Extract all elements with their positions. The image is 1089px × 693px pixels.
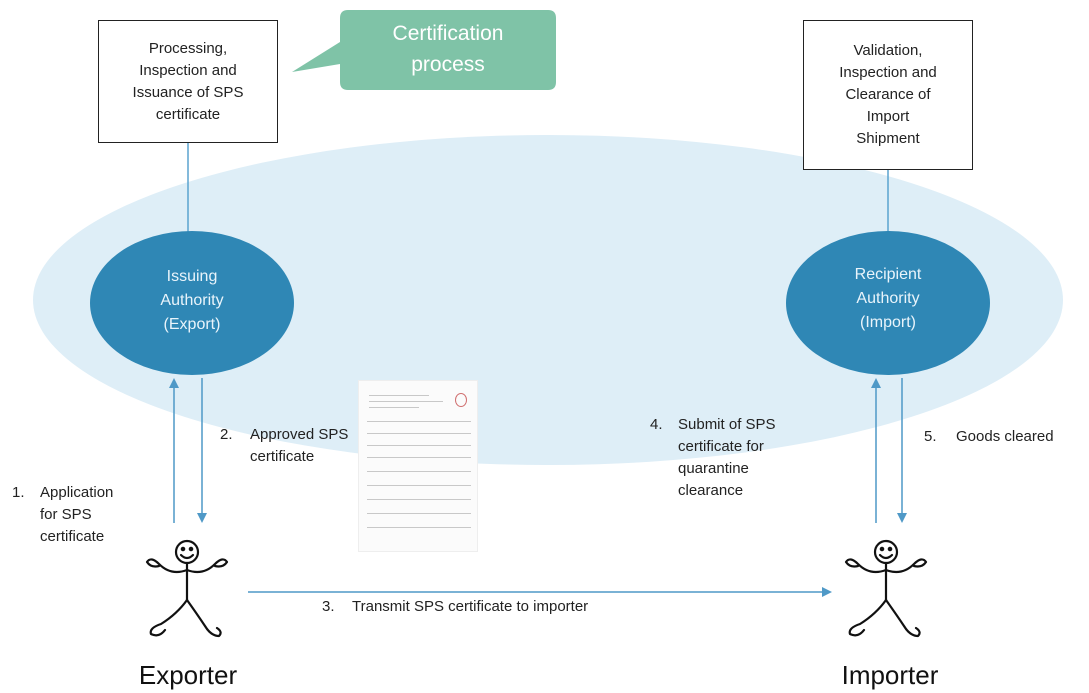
issuing-authority-label: Issuing Authority (Export) — [90, 265, 294, 337]
recipient-process-box: Validation, Inspection and Clearance of … — [803, 20, 973, 170]
exporter-stick-figure-icon — [145, 539, 229, 638]
step-line: certificate — [40, 528, 105, 545]
step-line: Transmit SPS certificate to importer — [352, 598, 589, 615]
step-line: for SPS — [40, 506, 92, 523]
step-line: Submit of SPS — [678, 416, 776, 433]
box-line: Inspection and — [139, 61, 237, 79]
box-line: Clearance of — [845, 86, 931, 103]
step-line: Approved SPS — [250, 426, 349, 443]
step-5-label: 5. Goods cleared — [924, 426, 1086, 450]
authority-line: (Import) — [860, 314, 916, 331]
certificate-document-icon — [358, 380, 478, 552]
step-4-label: 4. Submit of SPS certificate for quarant… — [650, 414, 810, 506]
exporter-label: Exporter — [138, 660, 238, 690]
step-line: Goods cleared — [956, 428, 1054, 445]
certification-callout-label: Certification process — [348, 18, 548, 80]
box-line: Validation, — [853, 42, 923, 59]
issuing-process-box: Processing, Inspection and Issuance of S… — [98, 20, 278, 143]
box-line: Issuance of SPS — [132, 83, 244, 101]
step-line: clearance — [678, 482, 744, 499]
issuing-authority-circle — [90, 231, 294, 375]
certification-process-ellipse — [33, 135, 1063, 465]
box-line: Processing, — [148, 39, 228, 57]
authority-line: (Export) — [163, 316, 221, 333]
box-line: certificate — [155, 105, 221, 123]
recipient-authority-label: Recipient Authority (Import) — [786, 263, 990, 335]
step-number: 2. — [220, 426, 233, 443]
step-1-label: 1. Application for SPS certificate — [12, 482, 162, 552]
box-line: Import — [866, 108, 910, 125]
step-number: 4. — [650, 416, 663, 433]
recipient-authority-circle — [786, 231, 990, 375]
box-line: Shipment — [856, 130, 920, 147]
authority-line: Authority — [160, 292, 224, 309]
callout-line: Certification — [392, 22, 504, 45]
step-number: 1. — [12, 484, 25, 501]
step-3-label: 3. Transmit SPS certificate to importer — [322, 596, 722, 620]
step-line: certificate for — [678, 438, 764, 455]
authority-line: Recipient — [854, 266, 922, 283]
importer-stick-figure-icon — [844, 539, 928, 638]
authority-line: Issuing — [166, 268, 218, 285]
step-line: quarantine — [678, 460, 749, 477]
step-line: certificate — [250, 448, 315, 465]
importer-label: Importer — [841, 660, 939, 690]
step-line: Application — [40, 484, 114, 501]
step-number: 3. — [322, 598, 335, 615]
certification-callout-bubble — [292, 10, 556, 90]
authority-line: Authority — [856, 290, 920, 307]
step-number: 5. — [924, 428, 937, 445]
callout-line: process — [411, 53, 485, 76]
box-line: Inspection and — [839, 64, 937, 81]
step-2-label: 2. Approved SPS certificate — [220, 424, 380, 470]
